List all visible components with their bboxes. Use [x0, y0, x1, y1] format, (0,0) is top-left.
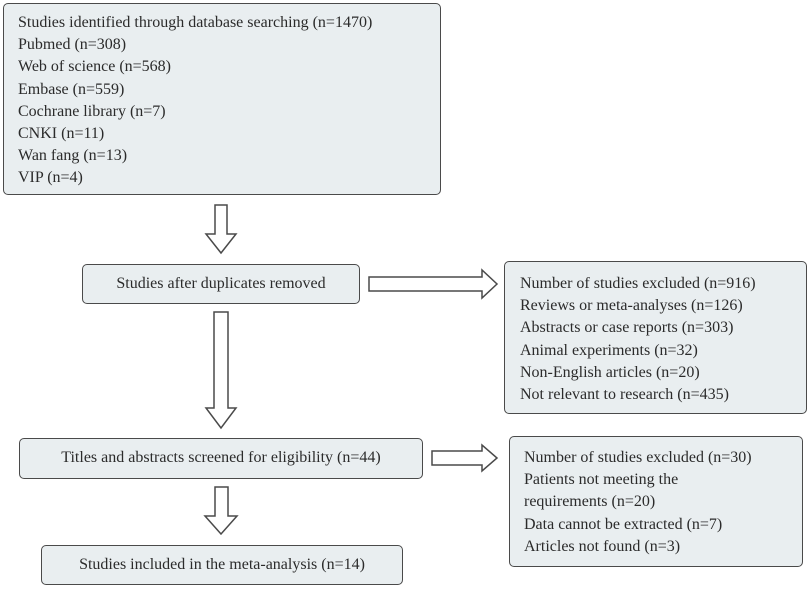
right-arrow-1	[368, 268, 499, 300]
screened-label: Titles and abstracts screened for eligib…	[61, 449, 381, 467]
screened-box: Titles and abstracts screened for eligib…	[19, 438, 423, 479]
identification-box: Studies identified through database sear…	[3, 3, 441, 195]
source-cnki: CNKI (n=11)	[18, 125, 105, 143]
excluded-first-box: Number of studies excluded (n=916) Revie…	[504, 261, 807, 414]
excluded-first-total: Number of studies excluded (n=916)	[520, 275, 756, 292]
duplicates-removed-box: Studies after duplicates removed	[82, 264, 360, 304]
excluded-animal: Animal experiments (n=32)	[520, 341, 698, 359]
identification-title: Studies identified through database sear…	[18, 14, 373, 31]
included-label: Studies included in the meta-analysis (n…	[79, 555, 365, 573]
excluded-non-english: Non-English articles (n=20)	[520, 363, 700, 381]
duplicates-removed-label: Studies after duplicates removed	[116, 274, 326, 292]
excluded-reviews: Reviews or meta-analyses (n=126)	[520, 297, 743, 315]
source-cochrane: Cochrane library (n=7)	[18, 102, 166, 120]
source-vip: VIP (n=4)	[18, 169, 83, 187]
excluded-second-total: Number of studies excluded (n=30)	[524, 449, 752, 466]
excluded-abstracts: Abstracts or case reports (n=303)	[520, 319, 734, 337]
source-pubmed: Pubmed (n=308)	[18, 36, 127, 54]
excluded-patients-line2: requirements (n=20)	[524, 493, 656, 511]
source-embase: Embase (n=559)	[18, 80, 125, 98]
source-wanfang: Wan fang (n=13)	[18, 147, 128, 165]
down-arrow-1	[204, 204, 238, 255]
excluded-data: Data cannot be extracted (n=7)	[524, 515, 723, 533]
excluded-articles: Articles not found (n=3)	[524, 537, 681, 555]
down-arrow-2	[204, 311, 238, 430]
excluded-patients-line1: Patients not meeting the	[524, 471, 679, 489]
source-web-of-science: Web of science (n=568)	[18, 58, 172, 76]
included-box: Studies included in the meta-analysis (n…	[41, 545, 403, 585]
excluded-second-box: Number of studies excluded (n=30) Patien…	[509, 436, 803, 567]
right-arrow-2	[431, 443, 499, 473]
excluded-not-relevant: Not relevant to research (n=435)	[520, 386, 729, 404]
down-arrow-3	[203, 486, 239, 536]
